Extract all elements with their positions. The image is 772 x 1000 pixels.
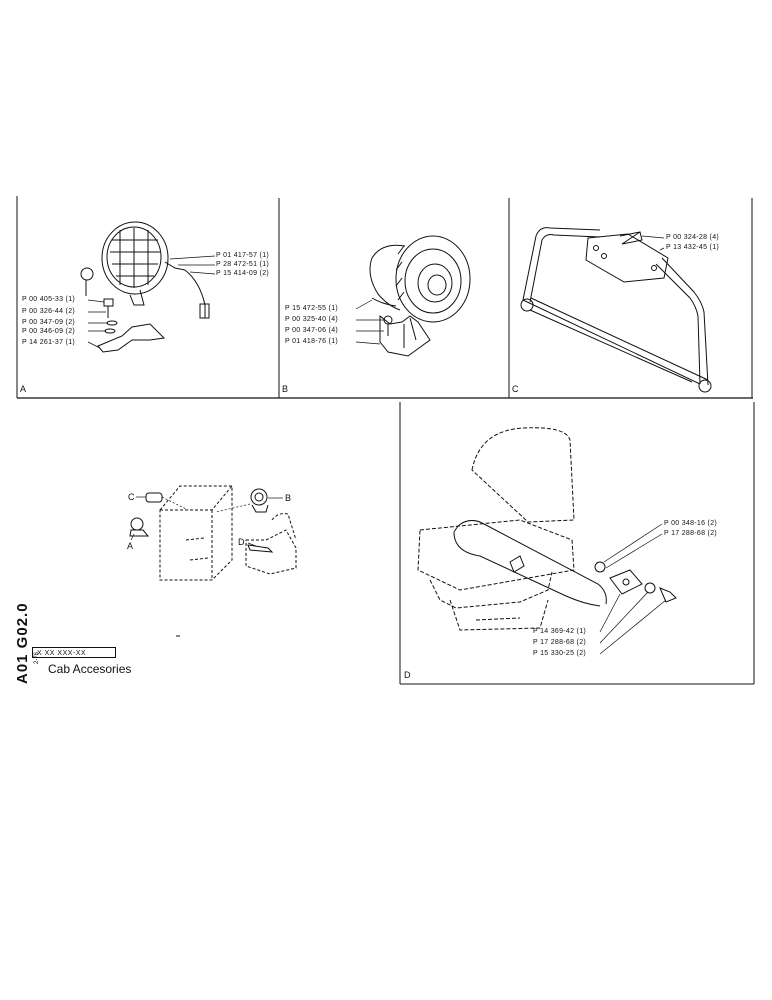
- overview-leaders: [130, 496, 283, 547]
- part-label: P 14 369-42 (1): [533, 628, 587, 635]
- drawing-date: 2-76: [34, 651, 40, 664]
- overview-callout-d: D: [238, 537, 245, 547]
- part-label: P 00 325-40 (4): [285, 316, 339, 323]
- cab-overview-drawing: [159, 485, 297, 581]
- part-label: P 28 472-51 (1): [216, 261, 270, 268]
- panel-letter-b: B: [282, 384, 289, 394]
- overview-callout-a: A: [127, 541, 134, 551]
- spot-lamp-drawing: [369, 235, 471, 357]
- panel-letter-a: A: [20, 384, 27, 394]
- panel-letter-d: D: [404, 670, 411, 680]
- panel-c-leaders: [641, 235, 665, 251]
- overview-callout-b: B: [285, 493, 292, 503]
- part-label: P 15 330-25 (2): [533, 650, 587, 657]
- panel-a-leaders: [87, 255, 216, 349]
- part-label: P 17 288-68 (2): [664, 530, 718, 537]
- part-label: P 13 432-45 (1): [666, 244, 720, 251]
- part-label: P 00 348-16 (2): [664, 520, 718, 527]
- part-label: P 01 417-57 (1): [216, 252, 270, 259]
- part-label: P 00 346-09 (2): [22, 328, 76, 335]
- overview-callout-c: C: [128, 492, 135, 502]
- work-lamp-drawing: [80, 221, 210, 353]
- panel-frames: [16, 196, 755, 685]
- part-number-box: X XX XXX-XX: [32, 647, 116, 658]
- seat-dashed-drawing: [417, 427, 575, 631]
- part-label: P 14 261-37 (1): [22, 339, 76, 346]
- part-label: P 00 326-44 (2): [22, 308, 76, 315]
- part-label: P 00 347-06 (4): [285, 327, 339, 334]
- page-title: Cab Accesories: [48, 662, 132, 676]
- part-label: P 00 405-33 (1): [22, 296, 76, 303]
- panel-letter-c: C: [512, 384, 519, 394]
- part-label: P 15 472-55 (1): [285, 305, 339, 312]
- drawing-code: A01 G02.0: [14, 602, 31, 684]
- part-label: P 00 347-09 (2): [22, 319, 76, 326]
- panel-b-leaders: [355, 299, 384, 345]
- part-label: P 01 418-76 (1): [285, 338, 339, 345]
- grab-handle-drawing: [520, 227, 712, 393]
- panel-d-leaders: [599, 523, 667, 655]
- part-label: P 15 414-09 (2): [216, 270, 270, 277]
- part-label: P 00 324-28 (4): [666, 234, 720, 241]
- part-label: P 17 288-68 (2): [533, 639, 587, 646]
- arm-rail-drawing: [453, 520, 677, 607]
- cab-overview-parts: [129, 488, 274, 553]
